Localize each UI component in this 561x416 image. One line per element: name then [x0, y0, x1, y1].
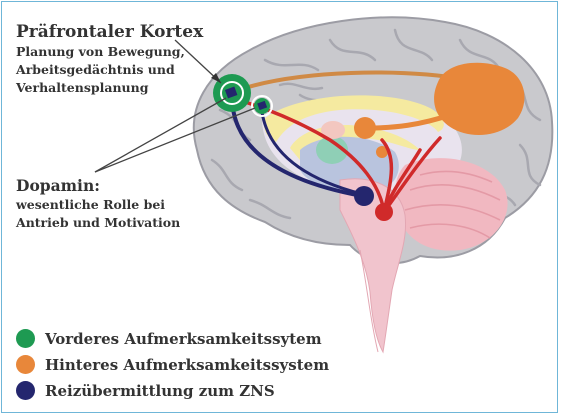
legend-dot-anterior: [16, 329, 35, 348]
prefrontal-line-1: Planung von Bewegung,: [16, 43, 185, 60]
legend-item-transmission: Reizübermittlung zum ZNS: [16, 378, 329, 403]
posterior-orange-area: [434, 63, 524, 135]
red-nucleus: [375, 203, 393, 221]
dopamine-title: Dopamin:: [16, 176, 100, 195]
orange-nucleus: [354, 117, 376, 139]
legend-label-posterior: Hinteres Aufmerksamkeitssystem: [45, 356, 329, 374]
prefrontal-line-2: Arbeitsgedächtnis und: [16, 61, 175, 78]
legend-label-anterior: Vorderes Aufmerksamkeitssytem: [45, 330, 322, 348]
legend-item-posterior: Hinteres Aufmerksamkeitssystem: [16, 352, 329, 377]
prefrontal-line-3: Verhaltensplanung: [16, 79, 148, 96]
legend: Vorderes Aufmerksamkeitssytem Hinteres A…: [16, 326, 329, 404]
dopamine-line-2: Antrieb und Motivation: [16, 214, 180, 231]
navy-nucleus: [354, 186, 374, 206]
dopamine-line-1: wesentliche Rolle bei: [16, 196, 165, 213]
legend-dot-transmission: [16, 381, 35, 400]
legend-label-transmission: Reizübermittlung zum ZNS: [45, 382, 275, 400]
prefrontal-title: Präfrontaler Kortex: [16, 22, 203, 42]
legend-dot-posterior: [16, 355, 35, 374]
legend-item-anterior: Vorderes Aufmerksamkeitssytem: [16, 326, 329, 351]
